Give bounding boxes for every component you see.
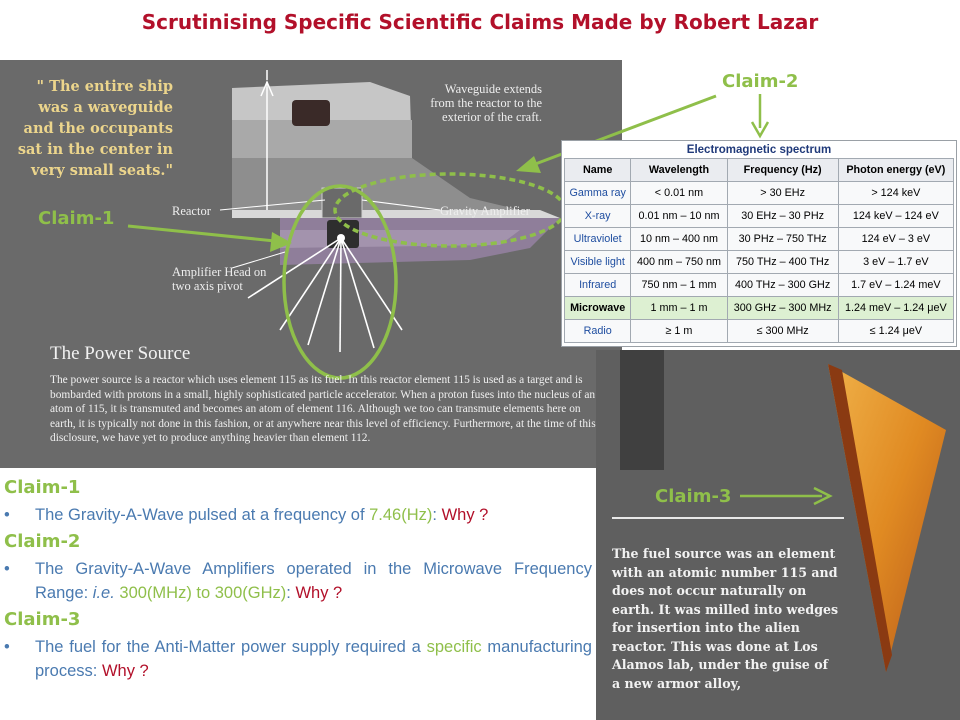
row-energy: 1.24 meV – 1.24 μeV [837, 296, 955, 320]
claim-1-text: The Gravity-A-Wave pulsed at a frequency… [35, 506, 370, 524]
ship-diagram-drawing [127, 70, 567, 380]
claim-1-frequency: 7.46(Hz) [369, 506, 433, 524]
claim-1-colon: : [432, 506, 442, 524]
page-title: Scrutinising Specific Scientific Claims … [141, 10, 819, 34]
claim-2-label: Claim-2 [722, 71, 799, 92]
em-table-header-row: Name Wavelength Frequency (Hz) Photon en… [563, 158, 955, 182]
claim-2-heading: Claim-2 [4, 531, 81, 552]
power-source-text: The power source is a reactor which uses… [50, 374, 596, 444]
row-energy: 3 eV – 1.7 eV [837, 250, 955, 274]
row-wavelength: < 0.01 nm [630, 181, 728, 205]
row-wavelength: 1 mm – 1 m [630, 296, 728, 320]
row-wavelength: ≥ 1 m [630, 319, 728, 343]
table-row: Gamma ray < 0.01 nm > 30 EHz > 124 keV [563, 181, 955, 205]
reactor-label: Reactor [172, 204, 211, 218]
row-frequency: 30 EHz – 30 PHz [726, 204, 839, 228]
row-energy: 124 keV – 124 eV [837, 204, 955, 228]
row-name: Microwave [563, 296, 632, 320]
fuel-source-text: The fuel source was an element with an a… [612, 546, 839, 691]
claim-1-label: Claim-1 [38, 208, 115, 229]
header-frequency: Frequency (Hz) [726, 158, 839, 182]
lazar-quote: " The entire ship was a waveguide and th… [17, 78, 173, 179]
claim-2-text: The Gravity-A-Wave Amplifiers operated i… [35, 560, 592, 602]
em-table-caption: Electromagnetic spectrum [686, 144, 832, 156]
claim-2-range: 300(MHz) to 300(GHz) [114, 584, 287, 602]
row-frequency: 750 THz – 400 THz [726, 250, 839, 274]
row-frequency: ≤ 300 MHz [726, 319, 839, 343]
power-source-diagram: " The entire ship was a waveguide and th… [0, 60, 622, 468]
row-energy: > 124 keV [837, 181, 955, 205]
row-energy: 1.7 eV – 1.24 meV [837, 273, 955, 297]
claim-3-item: • The fuel for the Anti-Matter power supp… [4, 635, 592, 683]
row-wavelength: 0.01 nm – 10 nm [630, 204, 728, 228]
row-name[interactable]: Gamma ray [563, 181, 632, 205]
table-row: Infrared 750 nm – 1 mm 400 THz – 300 GHz… [563, 273, 955, 297]
claim-1-item: • The Gravity-A-Wave pulsed at a frequenc… [4, 503, 592, 527]
bullet: • [4, 506, 10, 524]
row-frequency: 30 PHz – 750 THz [726, 227, 839, 251]
table-row: Visible light 400 nm – 750 nm 750 THz – … [563, 250, 955, 274]
header-photon-energy: Photon energy (eV) [837, 158, 955, 182]
claim-3-text: The fuel for the Anti-Matter power suppl… [35, 638, 427, 656]
claim-3-label: Claim-3 [655, 486, 732, 507]
fuel-wedge-image [828, 364, 946, 672]
row-energy: 124 eV – 3 eV [837, 227, 955, 251]
power-source-heading: The Power Source [50, 343, 191, 364]
table-row: X-ray 0.01 nm – 10 nm 30 EHz – 30 PHz 12… [563, 204, 955, 228]
table-row: Ultraviolet 10 nm – 400 nm 30 PHz – 750 … [563, 227, 955, 251]
row-energy: ≤ 1.24 μeV [837, 319, 955, 343]
row-wavelength: 750 nm – 1 mm [630, 273, 728, 297]
claim-1-heading: Claim-1 [4, 477, 81, 498]
claim-1-why: Why ? [441, 506, 489, 524]
waveguide-label: Waveguide extends from the reactor to th… [430, 82, 542, 124]
header-name: Name [563, 158, 632, 182]
row-name[interactable]: Infrared [563, 273, 632, 297]
row-name[interactable]: X-ray [563, 204, 632, 228]
row-wavelength: 10 nm – 400 nm [630, 227, 728, 251]
claim-3-specific: specific [426, 638, 482, 656]
gravity-amplifier-label: Gravity Amplifier [440, 204, 530, 218]
claims-list: Claim-1 • The Gravity-A-Wave pulsed at a … [4, 477, 592, 683]
row-name[interactable]: Ultraviolet [563, 227, 632, 251]
row-wavelength: 400 nm – 750 nm [630, 250, 728, 274]
em-spectrum-table: Electromagnetic spectrum Name Wavelength… [561, 140, 957, 347]
claim-2-ie: i.e. [92, 584, 115, 602]
table-row: Radio ≥ 1 m ≤ 300 MHz ≤ 1.24 μeV [563, 319, 955, 343]
row-frequency: > 30 EHz [726, 181, 839, 205]
header-wavelength: Wavelength [630, 158, 728, 182]
bullet: • [4, 560, 10, 578]
table-row-highlighted: Microwave 1 mm – 1 m 300 GHz – 300 MHz 1… [563, 296, 955, 320]
row-frequency: 300 GHz – 300 MHz [726, 296, 839, 320]
claim-2-item: • The Gravity-A-Wave Amplifiers operated … [4, 557, 592, 605]
claim-2-why: Why ? [295, 584, 343, 602]
row-name[interactable]: Visible light [563, 250, 632, 274]
fuel-divider [612, 517, 844, 519]
row-frequency: 400 THz – 300 GHz [726, 273, 839, 297]
panel-stripe [620, 350, 664, 470]
claim-2-colon: : [286, 584, 296, 602]
amplifier-head-label: Amplifier Head on two axis pivot [172, 265, 267, 293]
fuel-wedge-panel [596, 350, 960, 720]
claim-3-why: Why ? [101, 662, 149, 680]
claim-3-text-2: manufacturing process: [35, 638, 592, 680]
claim-3-heading: Claim-3 [4, 609, 81, 630]
bullet: • [4, 638, 10, 656]
row-name[interactable]: Radio [563, 319, 632, 343]
